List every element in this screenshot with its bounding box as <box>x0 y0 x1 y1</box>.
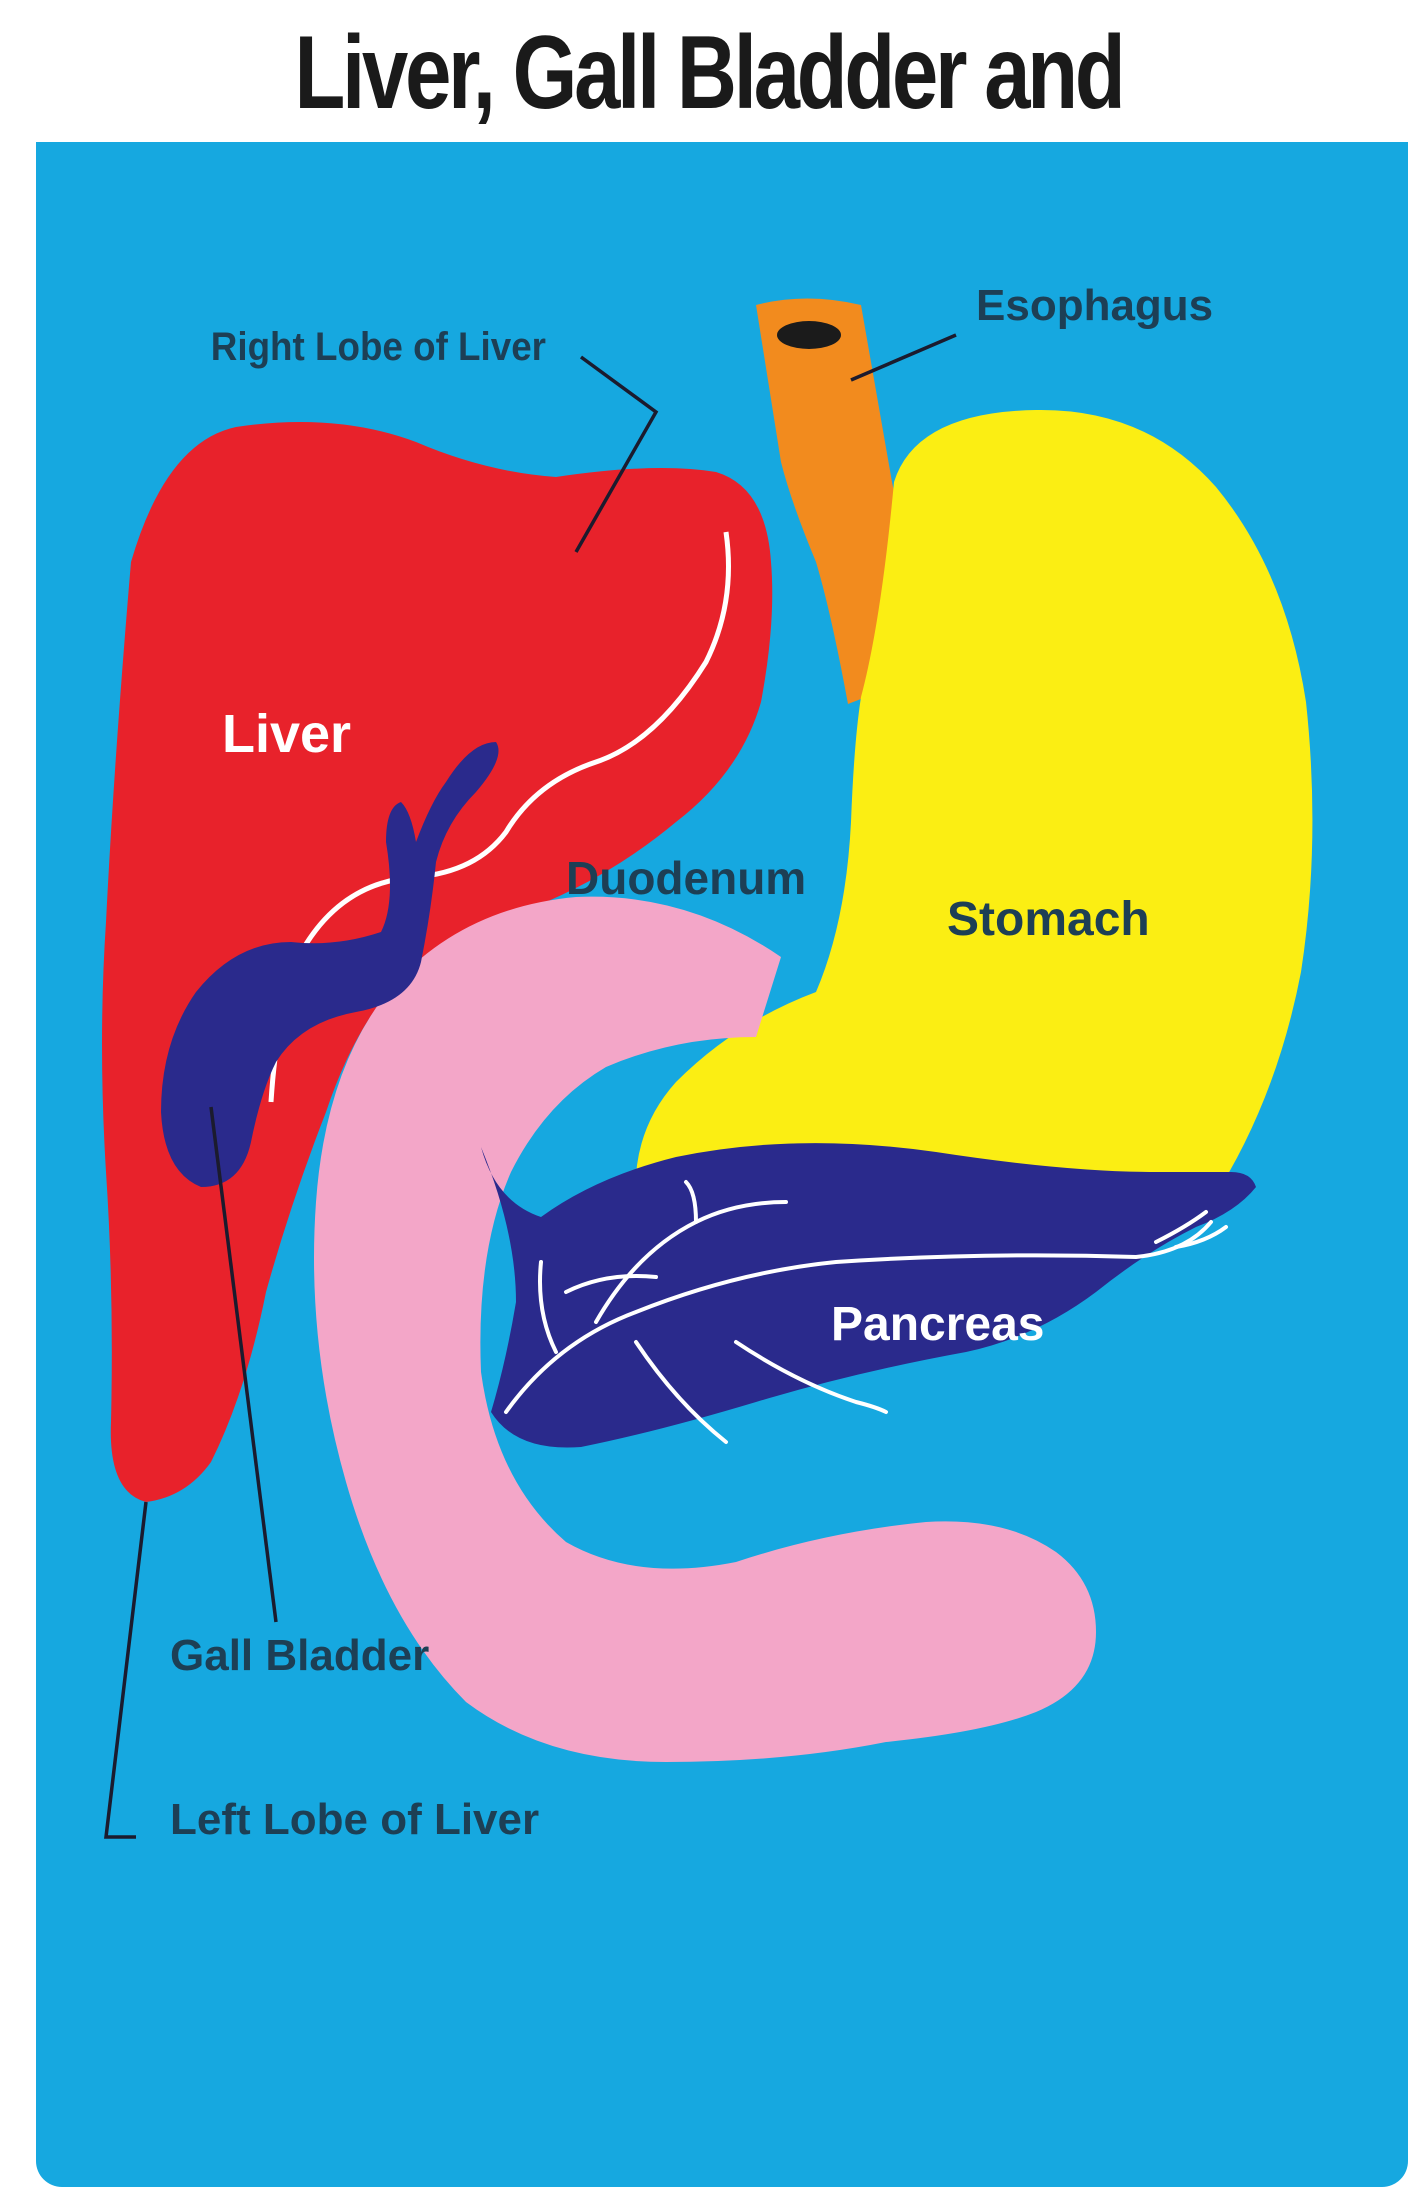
label-pancreas: Pancreas <box>831 1298 1045 1351</box>
anatomy-diagram: Right Lobe of Liver Esophagus Liver Duod… <box>102 281 1313 1844</box>
leader-right-lobe <box>574 355 659 553</box>
duodenum-shape <box>314 896 1096 1762</box>
esophagus-shape <box>756 298 901 704</box>
liver-shape <box>102 422 773 1502</box>
label-stomach: Stomach <box>947 893 1150 946</box>
leader-lines <box>104 333 957 1839</box>
label-liver: Liver <box>222 704 351 764</box>
esophagus-opening <box>777 321 841 349</box>
pancreatic-ducts <box>504 1180 1228 1444</box>
pancreas-shape <box>481 1143 1256 1448</box>
leader-esophagus <box>850 333 957 382</box>
diagram-panel: Right Lobe of Liver Esophagus Liver Duod… <box>36 142 1408 2187</box>
label-duodenum: Duodenum <box>566 852 806 904</box>
leader-gall-bladder <box>209 1106 278 1623</box>
gall-bladder-shape <box>161 742 499 1187</box>
label-right-lobe: Right Lobe of Liver <box>211 325 546 370</box>
label-esophagus: Esophagus <box>976 281 1213 330</box>
leader-left-lobe <box>104 1501 148 1839</box>
stomach-shape <box>635 409 1313 1275</box>
label-left-lobe: Left Lobe of Liver <box>170 1795 539 1844</box>
label-gall-bladder: Gall Bladder <box>170 1631 429 1680</box>
